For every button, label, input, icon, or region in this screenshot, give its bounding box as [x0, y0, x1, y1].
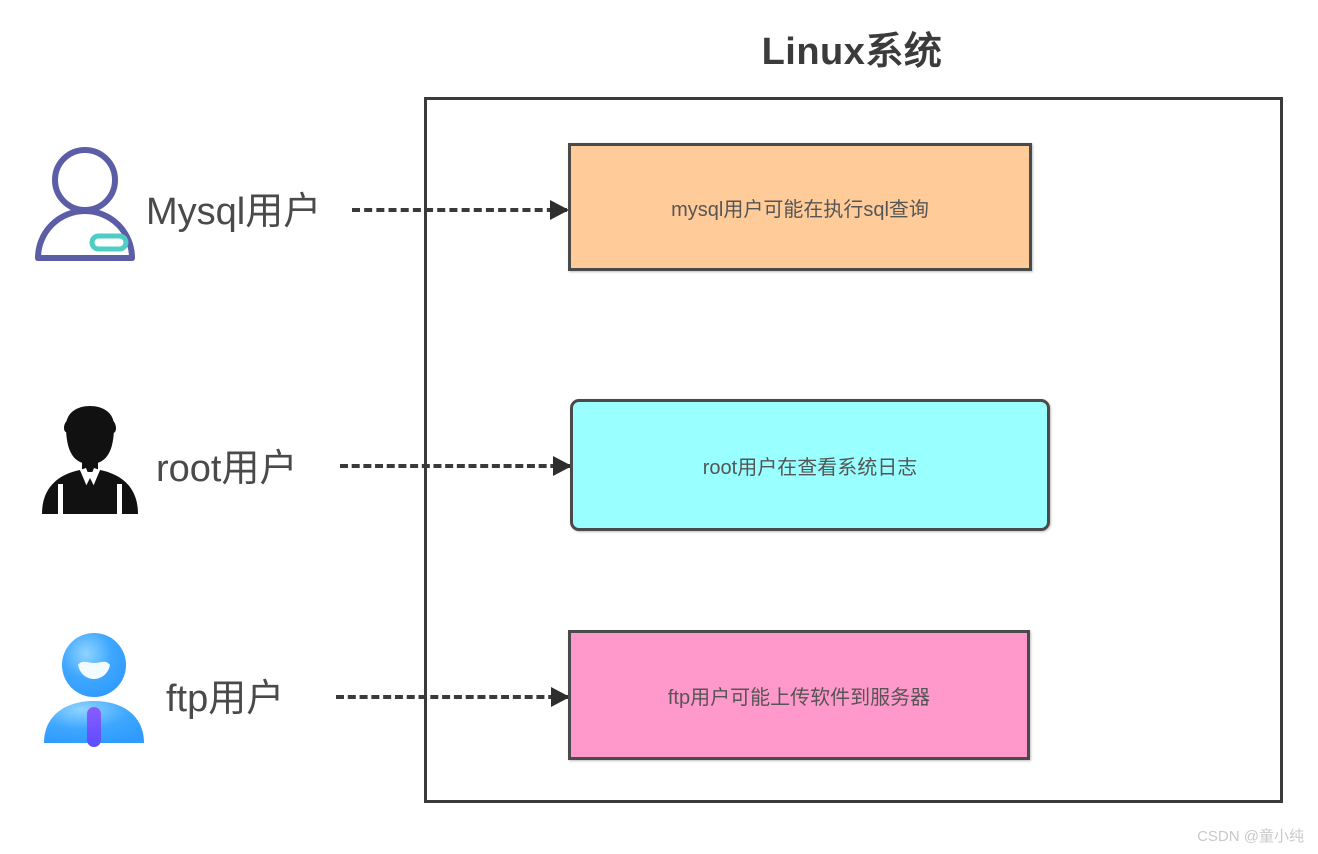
ftp-user-label: ftp用户: [166, 678, 285, 720]
dashed-line-mysql: [352, 208, 567, 212]
page-title: Linux系统: [0, 20, 1318, 75]
mysql-user-label: Mysql用户: [146, 191, 322, 233]
dashed-arrow-root: [340, 456, 572, 476]
mysql-user-icon-wrapper: [30, 142, 140, 262]
dashed-line-root: [340, 464, 570, 468]
dashed-line-ftp: [336, 695, 568, 699]
mysql-action-box[interactable]: mysql用户可能在执行sql查询: [568, 143, 1032, 271]
csdn-watermark: CSDN @童小纯: [1197, 828, 1304, 845]
root-action-box[interactable]: root用户在查看系统日志: [570, 399, 1050, 531]
root-user-label: root用户: [156, 448, 298, 490]
arrowhead-ftp: [551, 687, 570, 707]
arrowhead-root: [553, 456, 572, 476]
root-user-icon-wrapper: [36, 398, 144, 516]
root-action-label: root用户在查看系统日志: [702, 456, 918, 479]
linux-system-container: [424, 97, 1283, 803]
dashed-arrow-ftp: [336, 687, 570, 707]
ftp-action-label: ftp用户可能上传软件到服务器: [667, 686, 931, 709]
dashed-arrow-mysql: [352, 200, 569, 220]
arrowhead-mysql: [550, 200, 569, 220]
mysql-action-label: mysql用户可能在执行sql查询: [671, 198, 929, 221]
ftp-user-icon-wrapper: [38, 625, 150, 747]
user-outline-icon: [35, 147, 135, 261]
ftp-action-box[interactable]: ftp用户可能上传软件到服务器: [568, 630, 1030, 760]
user-avatar-blue-icon: [44, 633, 144, 747]
businessman-silhouette-icon: [42, 406, 138, 514]
page-title-text: Linux系统: [761, 31, 943, 73]
